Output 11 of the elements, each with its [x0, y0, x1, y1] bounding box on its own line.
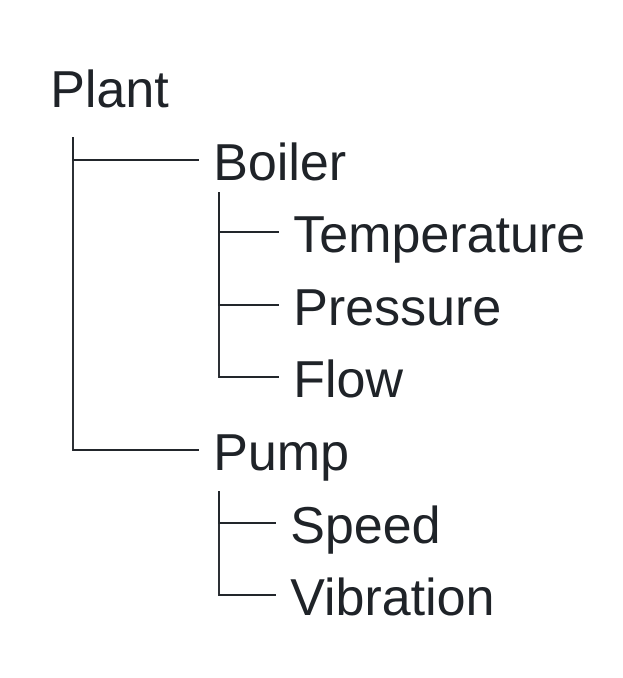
tree-label: Speed [292, 505, 438, 554]
tree-label: Vibration [290, 577, 492, 616]
tree-label: Flow [297, 359, 404, 398]
tree-label: Pressure [297, 289, 499, 326]
tree-label: Plant [54, 69, 168, 108]
tree-connector [218, 491, 276, 596]
tree-connector [72, 137, 199, 451]
tree-label: Temperature [294, 216, 583, 263]
tree-label: Pump [217, 434, 347, 481]
tree-connector [218, 192, 279, 378]
tree-label: Boiler [217, 142, 346, 180]
